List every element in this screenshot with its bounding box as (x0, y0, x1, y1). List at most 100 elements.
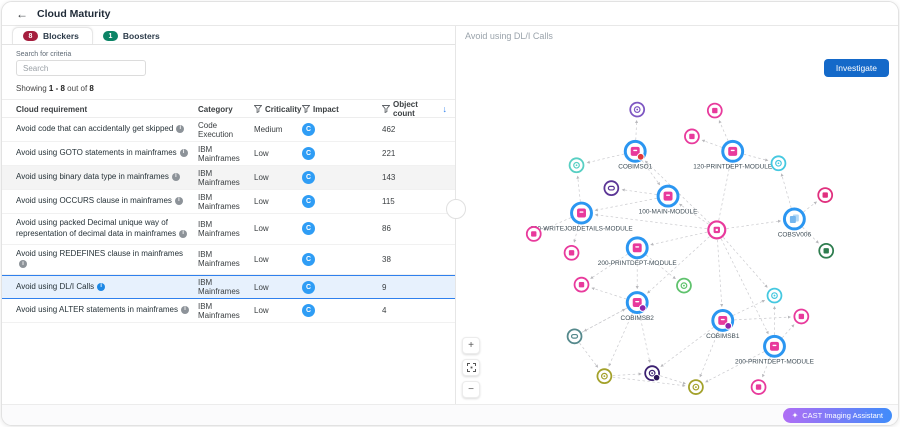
graph-node-pinke[interactable] (563, 244, 580, 261)
object-count-cell: 4 (382, 306, 387, 316)
zoom-controls: + − (462, 337, 480, 398)
impact-cell: C (302, 171, 382, 184)
table-row[interactable]: Avoid using ALTER statements in mainfram… (2, 299, 455, 324)
graph-node-cobsv006[interactable]: COBSV006 (778, 207, 812, 238)
graph-panel: Avoid using DL/I Calls Investigate COBIM… (456, 26, 898, 404)
category-cell: IBM Mainframes (198, 192, 240, 211)
info-icon[interactable]: i (179, 148, 188, 157)
requirement-cell: Avoid using ALTER statements in mainfram… (16, 301, 198, 320)
graph-node-print120[interactable]: 120-PRINTDEPT-MODULE (693, 139, 773, 171)
info-icon[interactable]: i (174, 196, 183, 205)
graph-node-greenlight[interactable] (676, 277, 692, 294)
graph-node-cyanb[interactable] (766, 287, 783, 304)
criteria-panel: 8 Blockers 1 Boosters Search for criteri… (2, 26, 456, 404)
graph-node-purpref[interactable] (629, 101, 646, 118)
criticality-cell: Low (254, 254, 269, 264)
graph-node-print200[interactable]: 200-PRINTDEPT-MODULE (598, 236, 678, 267)
table-row[interactable]: Avoid using GOTO statements in mainframe… (2, 142, 455, 166)
tab-boosters[interactable]: 1 Boosters (93, 28, 173, 44)
graph-node-greendark[interactable] (818, 242, 835, 259)
requirement-cell: Avoid using binary data type in mainfram… (16, 168, 198, 187)
graph-node-pinkg[interactable] (793, 308, 810, 325)
impact-badge: C (302, 252, 315, 266)
fit-icon (466, 363, 476, 372)
col-cloud-requirement: Cloud requirement (16, 104, 88, 114)
search-input[interactable] (16, 60, 146, 76)
table-row[interactable]: Avoid using binary data type in mainfram… (2, 166, 455, 190)
table-row[interactable]: Avoid code that can accidentally get ski… (2, 118, 455, 142)
table-header: Cloud requirement Category Criticality I… (2, 99, 455, 118)
graph-node-pinkc[interactable] (817, 187, 834, 203)
category-cell: IBM Mainframes (198, 250, 240, 269)
criticality-cell: Low (254, 282, 269, 292)
filter-icon[interactable] (382, 105, 390, 113)
filter-icon[interactable] (254, 105, 262, 113)
graph-node-hub[interactable] (707, 220, 727, 240)
zoom-in-button[interactable]: + (462, 337, 480, 354)
criticality-cell: Low (254, 306, 269, 316)
graph-node-olivea[interactable] (596, 368, 613, 385)
panel-resize-handle[interactable] (446, 199, 466, 219)
graph-node-pinkd[interactable] (525, 226, 542, 242)
graph-node-pinkh[interactable] (750, 379, 767, 395)
graph-node-cobimsb1[interactable]: COBIMSB1 (706, 309, 740, 340)
requirement-cell: Avoid using REDEFINES clause in mainfram… (16, 248, 184, 269)
page-title: Cloud Maturity (37, 7, 111, 20)
info-icon[interactable]: i (97, 282, 106, 291)
graph-node-cyana[interactable] (770, 155, 787, 172)
graph-node-slate[interactable] (566, 328, 583, 345)
dependency-graph[interactable]: COBIMSO1 120-PRINTDEPT-MODULE 100-MAIN-MOD… (456, 26, 898, 404)
zoom-out-button[interactable]: − (462, 381, 480, 398)
category-cell: IBM Mainframes (198, 301, 240, 320)
graph-node-main100[interactable]: 100-MAIN-MODULE (639, 184, 699, 216)
node-label: 100-MAIN-MODULE (639, 209, 699, 216)
info-icon[interactable]: i (176, 124, 185, 133)
graph-node-pinkf[interactable] (573, 276, 590, 293)
requirement-cell: Avoid using GOTO statements in mainframe… (16, 144, 198, 163)
col-category: Category (198, 104, 233, 114)
info-icon[interactable]: i (19, 260, 27, 269)
table-row[interactable]: Avoid using packed Decimal unique way of… (2, 214, 455, 245)
tab-blockers[interactable]: 8 Blockers (12, 27, 93, 44)
investigate-button[interactable]: Investigate (823, 59, 889, 77)
graph-node-dkpill[interactable] (603, 180, 620, 197)
fit-view-button[interactable] (462, 359, 480, 376)
info-icon[interactable]: i (181, 306, 189, 315)
app-footer: ✦ CAST Imaging Assistant (2, 404, 898, 425)
object-count-cell: 221 (382, 149, 396, 158)
graph-node-oliveb[interactable] (688, 379, 704, 395)
node-label: COBIMSB1 (706, 333, 740, 340)
sparkle-icon: ✦ (791, 411, 799, 420)
graph-node-pinka[interactable] (706, 102, 723, 119)
results-count: Showing 1 - 8 out of 8 (16, 84, 94, 93)
category-cell: IBM Mainframes (198, 278, 240, 297)
search-label: Search for criteria (16, 51, 72, 58)
node-label: COBSV006 (778, 231, 812, 238)
table-row[interactable]: Avoid using REDEFINES clause in mainfram… (2, 244, 455, 276)
graph-node-print200b[interactable]: 200-PRINTDEPT-MODULE (735, 334, 815, 366)
graph-node-teal[interactable] (568, 157, 585, 174)
graph-node-pinkb[interactable] (684, 128, 700, 145)
object-count-cell: 38 (382, 254, 391, 264)
category-cell: IBM Mainframes (198, 168, 240, 187)
node-label: 200-PRINTDEPT-MODULE (735, 359, 815, 366)
graph-node-dkpurp2[interactable] (644, 365, 661, 382)
col-criticality: Criticality (254, 105, 302, 114)
impact-badge: C (302, 222, 315, 236)
object-count-cell: 86 (382, 224, 391, 234)
filter-icon[interactable] (302, 105, 310, 113)
requirement-cell: Avoid code that can accidentally get ski… (16, 120, 198, 139)
info-icon[interactable]: i (179, 229, 188, 238)
criticality-cell: Medium (254, 125, 283, 134)
back-arrow-icon[interactable]: ← (16, 6, 28, 21)
cast-imaging-assistant-button[interactable]: ✦ CAST Imaging Assistant (782, 408, 892, 423)
info-icon[interactable]: i (171, 172, 180, 181)
graph-node-write200[interactable]: 200-WRITEJOBDETAILS-MODULE (530, 201, 633, 232)
impact-badge: C (302, 195, 315, 208)
sort-desc-icon[interactable]: ↓ (442, 104, 448, 114)
graph-node-cobimso1[interactable]: COBIMSO1 (618, 139, 653, 171)
graph-node-cobimsb2[interactable]: COBIMSB2 (621, 291, 655, 322)
